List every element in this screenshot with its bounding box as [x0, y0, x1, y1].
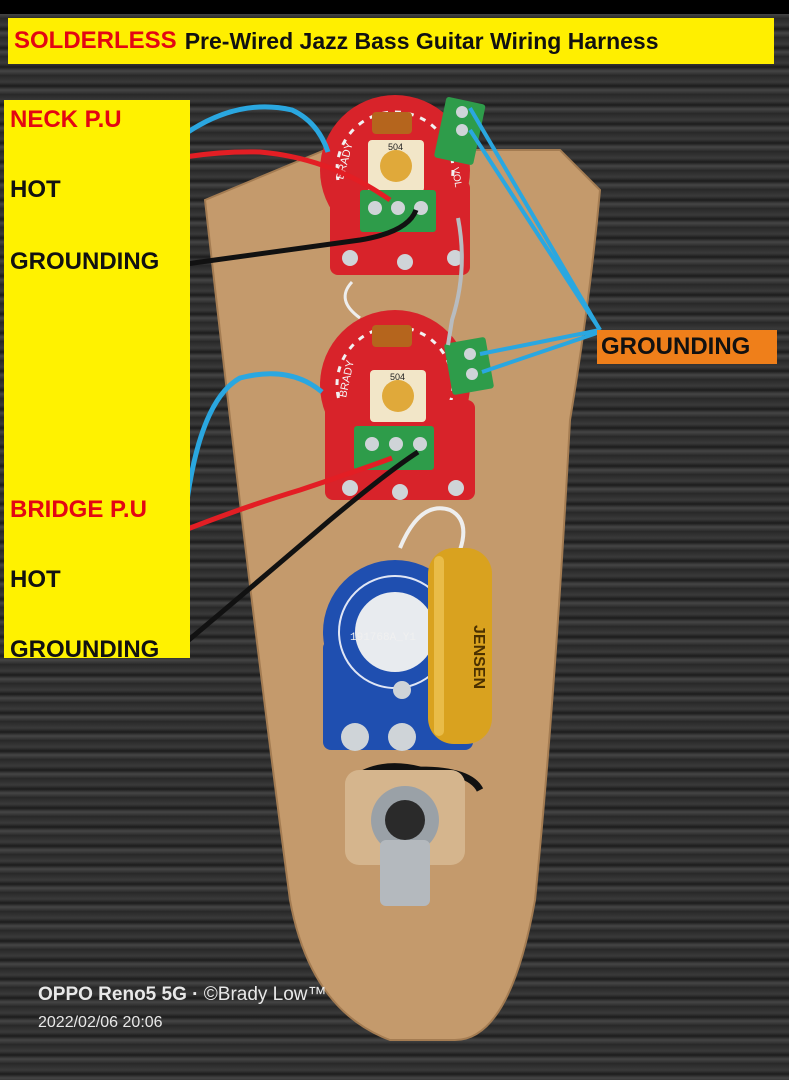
label-neck-grounding: GROUNDING — [10, 248, 160, 275]
blue-board-code: 191768A_Y1 — [350, 632, 416, 644]
pot-top-tag: VOL — [449, 167, 463, 189]
capacitor: JENSEN — [428, 548, 492, 744]
pot-board-top: BRADY VOL 504 — [320, 95, 470, 275]
trimmer-middle-value: 504 — [390, 372, 405, 382]
camera-watermark: OPPO Reno5 5G · ©Brady Low™ — [38, 984, 327, 1006]
watermark-separator: · — [192, 984, 199, 1005]
neck-ground-black-wire — [185, 208, 419, 267]
label-bridge-pu: BRIDGE P.U — [10, 496, 147, 523]
label-neck-pu: NECK P.U — [10, 106, 122, 133]
left-label-panel: NECK P.U HOT GROUNDING BRIDGE P.U HOT GR… — [4, 100, 190, 663]
label-bridge-grounding: GROUNDING — [10, 636, 160, 663]
watermark-device: OPPO Reno5 5G — [38, 984, 187, 1005]
bridge-pu-blue-wire — [183, 371, 324, 509]
watermark-datetime: 2022/02/06 20:06 — [38, 1014, 163, 1031]
label-bridge-hot: HOT — [10, 566, 61, 593]
label-neck-hot: HOT — [10, 176, 61, 203]
white-wire-loop — [343, 280, 361, 320]
title-bar: SOLDERLESS Pre-Wired Jazz Bass Guitar Wi… — [8, 18, 774, 64]
terminal-middle-right — [444, 337, 494, 395]
watermark-credit: ©Brady Low™ — [203, 984, 327, 1005]
neck-pu-blue-wire — [186, 104, 331, 153]
label-grounding-right: GROUNDING — [597, 330, 777, 364]
ground-blue-wire-4 — [481, 330, 601, 374]
output-jack — [345, 763, 484, 906]
ground-blue-wire-3 — [479, 328, 601, 356]
trimmer-top-value: 504 — [388, 142, 403, 152]
title-rest: Pre-Wired Jazz Bass Guitar Wiring Harnes… — [184, 27, 659, 54]
white-wire-loop-2 — [398, 506, 466, 551]
pot-board-middle: BRADY LOW 504 — [320, 310, 475, 500]
capacitor-brand: JENSEN — [470, 625, 487, 689]
ground-blue-wire-2 — [468, 128, 602, 332]
bridge-ground-black-wire — [182, 449, 420, 646]
top-black-strip — [0, 0, 789, 14]
ground-link-wire — [446, 217, 464, 346]
title-highlight: SOLDERLESS — [14, 27, 177, 54]
